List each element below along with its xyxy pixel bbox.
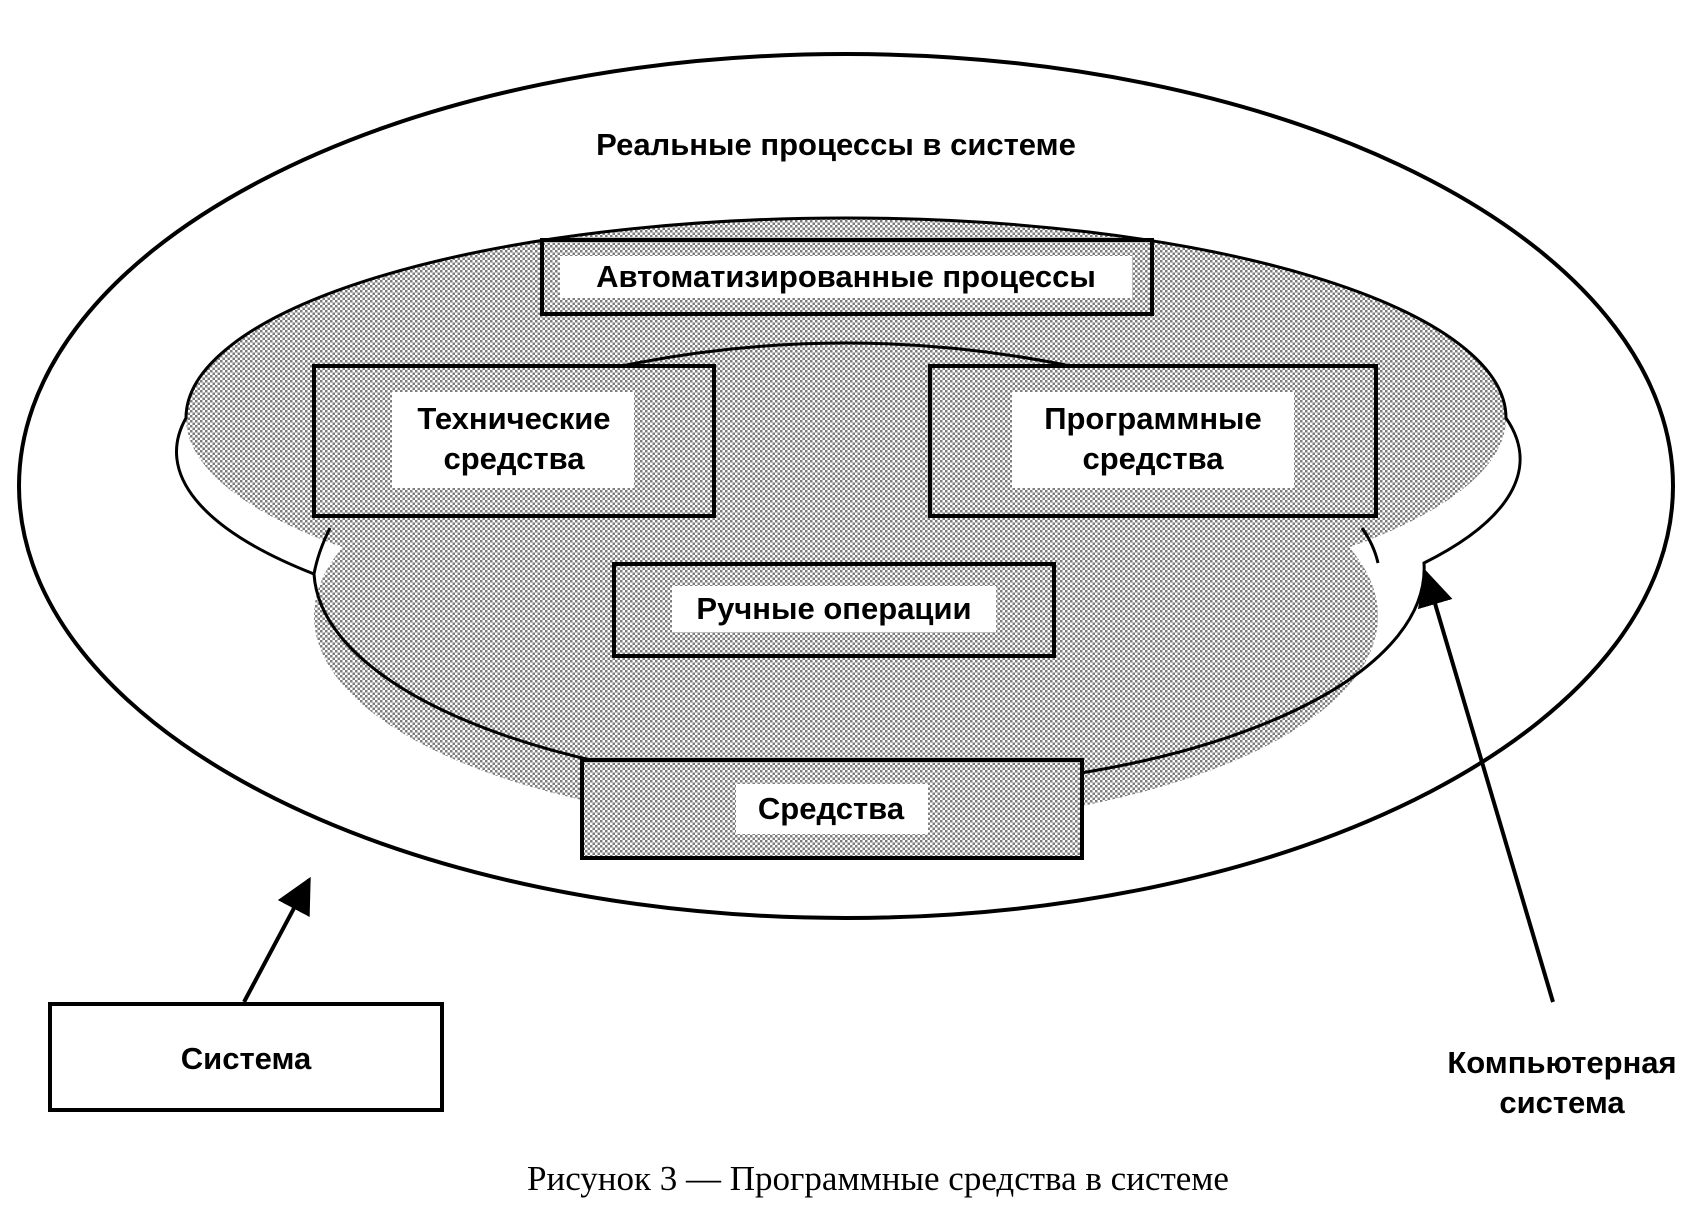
hardware-software-link — [611, 341, 1081, 370]
automated-processes-label: Автоматизированные процессы — [596, 259, 1096, 294]
real-processes-label: Реальные процессы в системе — [596, 127, 1076, 162]
computer-system-callout: Компьютерная система — [1417, 569, 1677, 1120]
automated-processes-box: Автоматизированные процессы — [540, 238, 1154, 316]
hardware-label-line2: средства — [444, 441, 586, 476]
computer-system-label-line2: система — [1499, 1085, 1625, 1120]
figure-caption: Рисунок 3 — Программные средства в систе… — [527, 1159, 1229, 1198]
tools-label: Средства — [758, 791, 905, 826]
computer-system-arrow — [1417, 569, 1555, 1003]
hardware-box: Технические средства — [312, 364, 716, 518]
software-label-line2: средства — [1083, 441, 1225, 476]
software-box: Программные средства — [928, 364, 1378, 518]
system-callout: Система — [48, 876, 444, 1112]
software-label-line1: Программные — [1044, 401, 1262, 436]
system-arrow — [242, 876, 311, 1003]
manual-operations-label: Ручные операции — [696, 591, 971, 626]
hardware-label-line1: Технические — [417, 401, 610, 436]
tools-box: Средства — [580, 758, 1084, 860]
computer-system-label-line1: Компьютерная — [1447, 1045, 1676, 1080]
manual-operations-box: Ручные операции — [612, 562, 1056, 658]
system-label: Система — [181, 1041, 312, 1076]
